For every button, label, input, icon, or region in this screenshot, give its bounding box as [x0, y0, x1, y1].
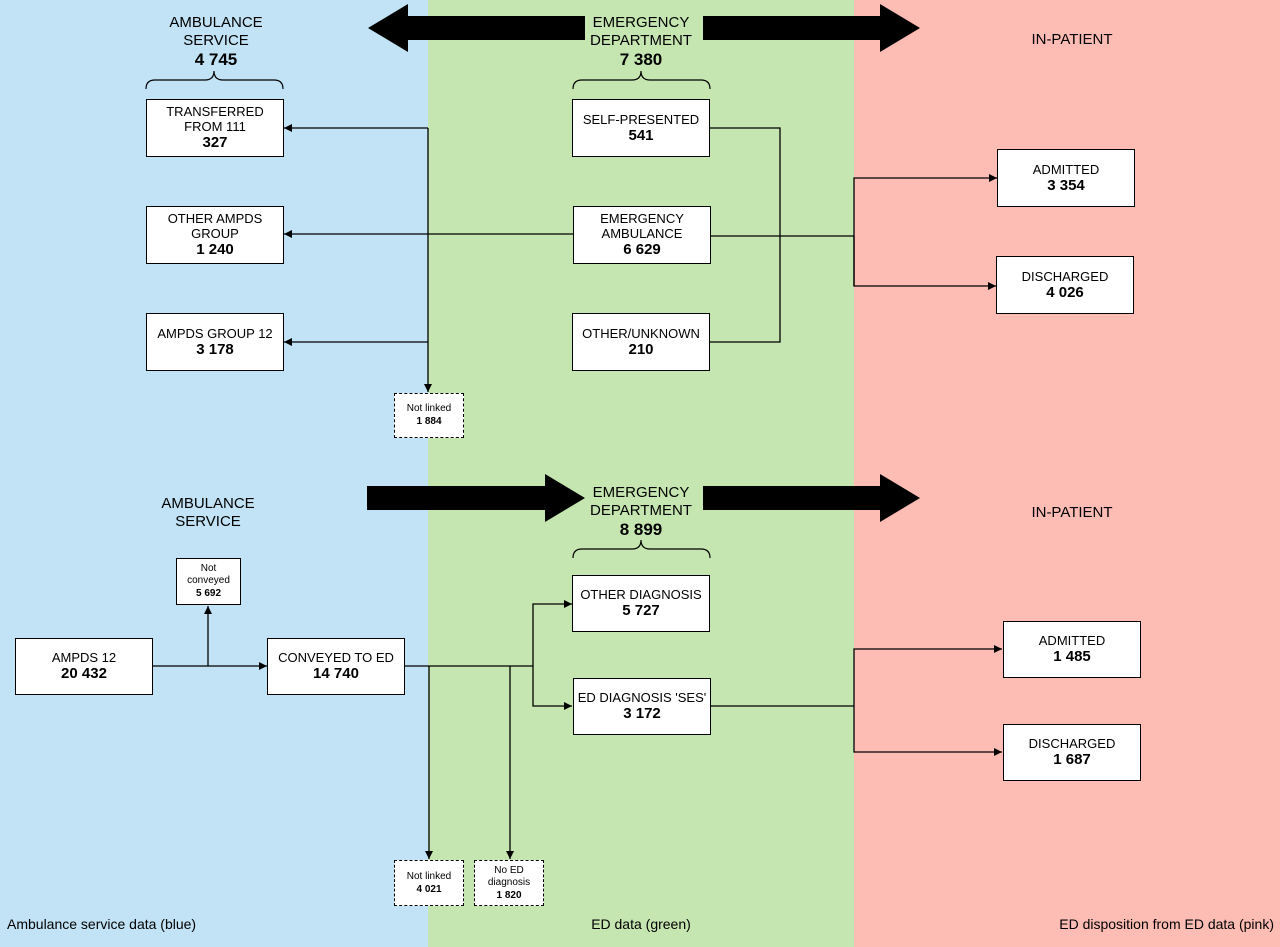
top-ed-header: EMERGENCY DEPARTMENT 7 380 [571, 14, 711, 70]
bottom-admitted-label: ADMITTED [1038, 633, 1106, 648]
bottom-not-linked-box: Not linked 4 021 [394, 860, 464, 906]
bottom-inpatient-header-label: IN-PATIENT [1031, 504, 1113, 521]
top-admitted-label: ADMITTED [1032, 161, 1100, 177]
top-admitted-box: ADMITTED 3 354 [997, 149, 1135, 207]
top-other-ampds-label: OTHER AMPDS GROUP [167, 211, 263, 241]
top-ed-brace [572, 70, 711, 90]
bottom-ambulance-header-label: AMBULANCE SERVICE [161, 495, 255, 530]
top-self-presented-label: SELF-PRESENTED [582, 111, 700, 127]
top-ambulance-brace [145, 70, 284, 90]
bottom-discharged-connector [853, 706, 1002, 756]
top-other-unknown-label: OTHER/UNKNOWN [582, 325, 700, 341]
bottom-not-conveyed-label: Not conveyed [187, 563, 230, 586]
bottom-inpatient-header: IN-PATIENT [992, 504, 1152, 522]
bottom-ed-header-value: 8 899 [619, 520, 663, 539]
top-admitted-value: 3 354 [1047, 176, 1085, 194]
top-other-ampds-box: OTHER AMPDS GROUP 1 240 [146, 206, 284, 264]
bottom-conveyed-label: CONVEYED TO ED [278, 650, 394, 665]
top-discharged-label: DISCHARGED [1021, 268, 1109, 284]
bottom-discharged-label: DISCHARGED [1028, 736, 1116, 751]
top-not-linked-label: Not linked [406, 403, 452, 414]
top-other-unknown-value: 210 [628, 340, 654, 358]
top-ambulance-header-value: 4 745 [194, 50, 238, 69]
emergency-department-band [428, 0, 854, 947]
top-ed-bracket-connector [710, 127, 781, 343]
bottom-admitted-value: 1 485 [1053, 648, 1091, 665]
bottom-no-ed-diagnosis-label: No ED diagnosis [487, 864, 531, 888]
bottom-ampds12-box: AMPDS 12 20 432 [15, 638, 153, 695]
top-transferred-label: TRANSFERRED FROM 111 [166, 104, 264, 134]
bottom-discharged-box: DISCHARGED 1 687 [1003, 724, 1141, 781]
bottom-other-diagnosis-connector [532, 600, 572, 666]
top-discharged-value: 4 026 [1046, 283, 1084, 301]
top-direction-arrow-right [703, 4, 920, 52]
top-ampds12-box: AMPDS GROUP 12 3 178 [146, 313, 284, 371]
bottom-admitted-box: ADMITTED 1 485 [1003, 621, 1141, 678]
bottom-ses-diagnosis-label: ED DIAGNOSIS 'SES' [577, 690, 707, 705]
bottom-ambulance-header: AMBULANCE SERVICE [138, 495, 278, 531]
bottom-direction-arrow-left [367, 474, 585, 522]
top-emergency-ambulance-value: 6 629 [623, 241, 661, 258]
bottom-discharged-value: 1 687 [1053, 751, 1091, 768]
bottom-not-linked-label: Not linked [406, 870, 452, 882]
top-not-linked-value: 1 884 [416, 416, 442, 427]
top-emergency-ambulance-box: EMERGENCY AMBULANCE 6 629 [573, 206, 711, 264]
top-ampds12-label: AMPDS GROUP 12 [157, 325, 273, 341]
bottom-no-ed-diagnosis-box: No ED diagnosis 1 820 [474, 860, 544, 906]
top-ambulance-header: AMBULANCE SERVICE 4 745 [146, 14, 286, 70]
bottom-not-conveyed-box: Not conveyed 5 692 [176, 558, 241, 605]
bottom-conveyed-value: 14 740 [313, 665, 359, 682]
bottom-ampds12-value: 20 432 [61, 665, 107, 682]
ambulance-data-caption: Ambulance service data (blue) [7, 916, 197, 932]
top-admitted-connector [853, 174, 997, 286]
bottom-direction-arrow-right [703, 474, 920, 522]
top-self-presented-box: SELF-PRESENTED 541 [572, 99, 710, 157]
bottom-ed-header-label: EMERGENCY DEPARTMENT [590, 484, 692, 519]
top-emergency-ambulance-label: EMERGENCY AMBULANCE [600, 211, 684, 241]
top-inpatient-header-label: IN-PATIENT [1031, 31, 1113, 48]
top-ambulance-header-label: AMBULANCE SERVICE [169, 14, 263, 49]
top-discharged-box: DISCHARGED 4 026 [996, 256, 1134, 314]
bottom-ampds12-label: AMPDS 12 [51, 650, 117, 665]
top-discharged-connector [853, 236, 996, 290]
bottom-not-linked-value: 4 021 [416, 883, 442, 895]
bottom-other-diagnosis-box: OTHER DIAGNOSIS 5 727 [572, 575, 710, 632]
ed-disposition-caption: ED disposition from ED data (pink) [1059, 916, 1274, 932]
top-transferred-box: TRANSFERRED FROM 111 327 [146, 99, 284, 157]
bottom-other-diagnosis-value: 5 727 [622, 602, 660, 619]
top-ed-header-label: EMERGENCY DEPARTMENT [590, 14, 692, 49]
top-other-unknown-box: OTHER/UNKNOWN 210 [572, 313, 710, 371]
bottom-ses-connector [532, 666, 572, 710]
top-other-ampds-value: 1 240 [196, 241, 234, 258]
top-ed-header-value: 7 380 [619, 50, 663, 69]
ed-data-caption: ED data (green) [591, 916, 691, 932]
bottom-admitted-connector [853, 645, 1002, 706]
bottom-ses-diagnosis-box: ED DIAGNOSIS 'SES' 3 172 [573, 678, 711, 735]
top-ampds12-value: 3 178 [196, 340, 234, 358]
bottom-not-conveyed-value: 5 692 [195, 588, 222, 599]
bottom-ses-diagnosis-value: 3 172 [623, 705, 661, 722]
top-inpatient-header: IN-PATIENT [992, 31, 1152, 49]
bottom-no-ed-diagnosis-value: 1 820 [496, 889, 522, 901]
top-direction-arrow-left [368, 4, 585, 52]
top-not-linked-box: Not linked 1 884 [394, 393, 464, 438]
bottom-ed-brace [572, 539, 711, 559]
ambulance-service-band [0, 0, 428, 947]
bottom-ed-header: EMERGENCY DEPARTMENT 8 899 [571, 484, 711, 540]
top-self-presented-value: 541 [628, 126, 654, 144]
bottom-other-diagnosis-label: OTHER DIAGNOSIS [580, 587, 702, 602]
top-transferred-value: 327 [202, 134, 228, 151]
bottom-conveyed-box: CONVEYED TO ED 14 740 [267, 638, 405, 695]
